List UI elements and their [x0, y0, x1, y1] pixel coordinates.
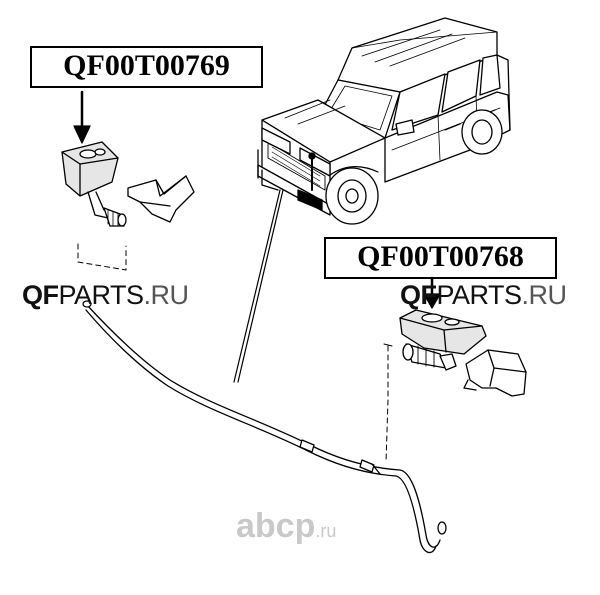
qfparts-watermark-right: QFPARTS.RU [400, 280, 567, 310]
abcp-watermark: abcp.ru [236, 507, 337, 545]
part-label-right: QF00T00768 [324, 237, 557, 279]
leader-line-vehicle [237, 189, 284, 383]
vehicle-illustration [257, 17, 511, 225]
qfparts-watermark-left: QFPARTS.RU [22, 280, 189, 310]
right-nozzle-part [383, 274, 527, 463]
left-nozzle-part [61, 90, 195, 271]
washer-hose [82, 300, 447, 554]
leader-line-vehicle-2 [233, 189, 281, 383]
part-label-left: QF00T00769 [30, 46, 263, 88]
